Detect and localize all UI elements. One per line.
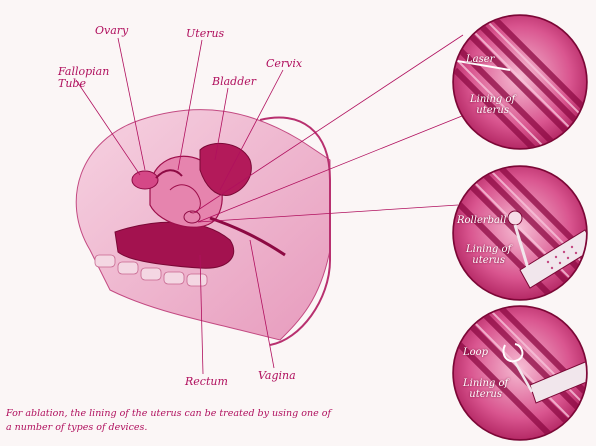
label-rectum: Rectum (185, 376, 228, 388)
inset-laser-tissue-label: Lining of uterus (470, 94, 515, 116)
inset-rollerball (450, 165, 595, 305)
inset-rollerball-device-label: Rollerball (457, 215, 506, 226)
inset-laser (450, 14, 594, 154)
label-bladder: Bladder (212, 76, 256, 88)
label-cervix: Cervix (266, 58, 302, 70)
inset-loop (450, 305, 596, 445)
label-uterus: Uterus (186, 28, 224, 40)
inset-rollerball-tissue-label: Lining of uterus (466, 244, 511, 266)
inset-laser-device-label: Laser (466, 54, 494, 65)
label-vagina: Vagina (258, 370, 296, 382)
label-fallopian-tube: Fallopian Tube (58, 66, 109, 90)
ovary-shape (132, 171, 158, 189)
pelvic-cross-section (76, 110, 330, 345)
inset-loop-tissue-label: Lining of uterus (463, 378, 508, 400)
inset-loop-device-label: Loop (463, 347, 488, 358)
label-ovary: Ovary (95, 25, 128, 37)
figure-caption: For ablation, the lining of the uterus c… (6, 407, 336, 435)
